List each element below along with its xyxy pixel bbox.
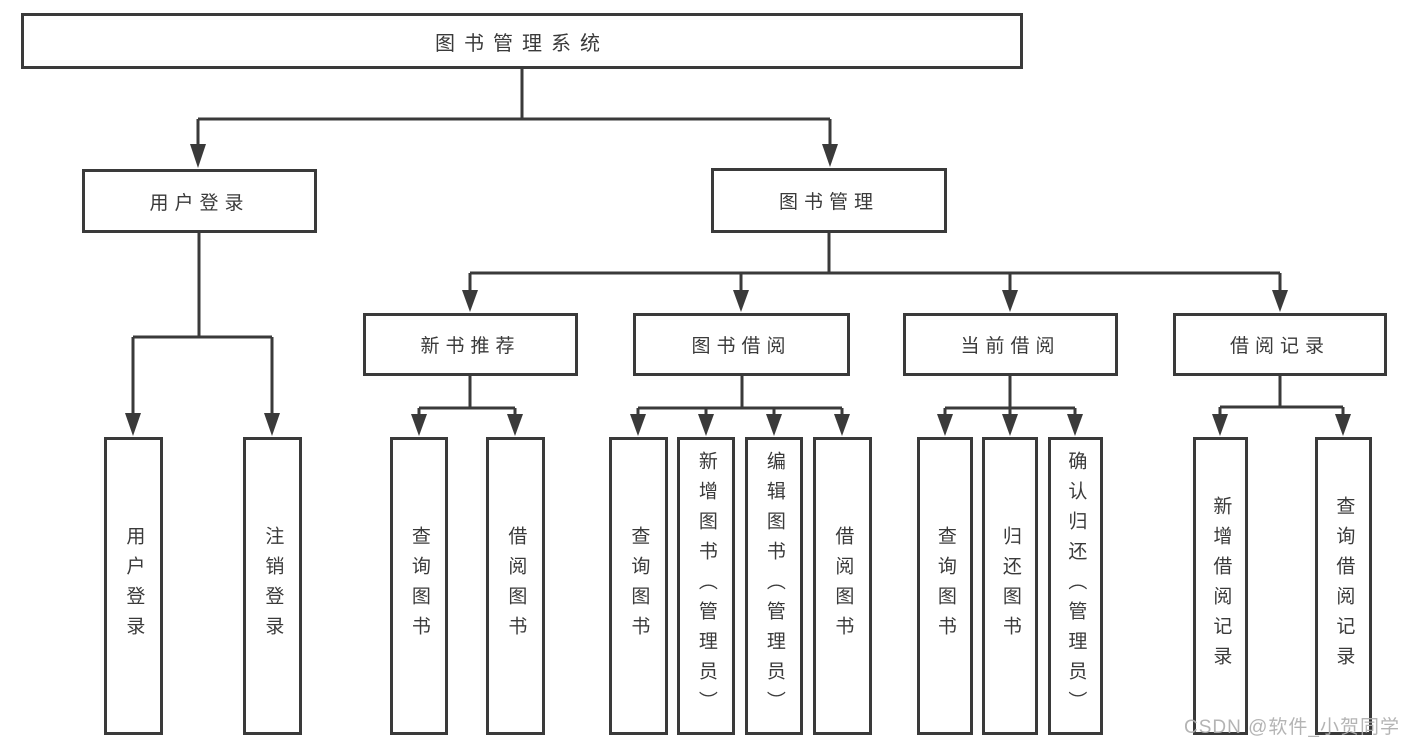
node-new-book-recommend: 新书推荐 (363, 313, 578, 376)
node-current-borrow: 当前借阅 (903, 313, 1118, 376)
leaf-user-login: 用户登录 (104, 437, 163, 735)
leaf-return-books-label: 归还图书 (999, 526, 1021, 646)
leaf-return-books: 归还图书 (982, 437, 1038, 735)
leaf-query-borrow-record-label: 查询借阅记录 (1333, 496, 1355, 676)
node-user-login: 用户登录 (82, 169, 317, 233)
leaf-current-query-books: 查询图书 (917, 437, 973, 735)
leaf-borrow-books-label: 借阅图书 (832, 526, 854, 646)
node-borrow-record: 借阅记录 (1173, 313, 1387, 376)
leaf-logout: 注销登录 (243, 437, 302, 735)
leaf-add-books-admin: 新增图书（管理员） (677, 437, 735, 735)
leaf-add-borrow-record-label: 新增借阅记录 (1210, 496, 1232, 676)
leaf-logout-label: 注销登录 (262, 526, 284, 646)
leaf-recommend-borrow-books: 借阅图书 (486, 437, 545, 735)
leaf-recommend-query-books: 查询图书 (390, 437, 448, 735)
leaf-recommend-query-books-label: 查询图书 (408, 526, 430, 646)
leaf-recommend-borrow-books-label: 借阅图书 (505, 526, 527, 646)
node-book-management: 图书管理 (711, 168, 947, 233)
leaf-confirm-return-admin-label: 确认归还（管理员） (1065, 451, 1087, 721)
node-root: 图书管理系统 (21, 13, 1023, 69)
leaf-confirm-return-admin: 确认归还（管理员） (1048, 437, 1103, 735)
csdn-watermark: CSDN @软件_小贺同学 (1184, 717, 1400, 738)
leaf-query-borrow-record: 查询借阅记录 (1315, 437, 1372, 735)
leaf-borrow-books: 借阅图书 (813, 437, 872, 735)
node-book-borrow: 图书借阅 (633, 313, 850, 376)
leaf-edit-books-admin: 编辑图书（管理员） (745, 437, 803, 735)
leaf-borrow-query-books-label: 查询图书 (628, 526, 650, 646)
leaf-add-borrow-record: 新增借阅记录 (1193, 437, 1248, 735)
leaf-current-query-books-label: 查询图书 (934, 526, 956, 646)
leaf-edit-books-admin-label: 编辑图书（管理员） (763, 451, 785, 721)
leaf-user-login-label: 用户登录 (123, 526, 145, 646)
leaf-borrow-query-books: 查询图书 (609, 437, 668, 735)
leaf-add-books-admin-label: 新增图书（管理员） (695, 451, 717, 721)
